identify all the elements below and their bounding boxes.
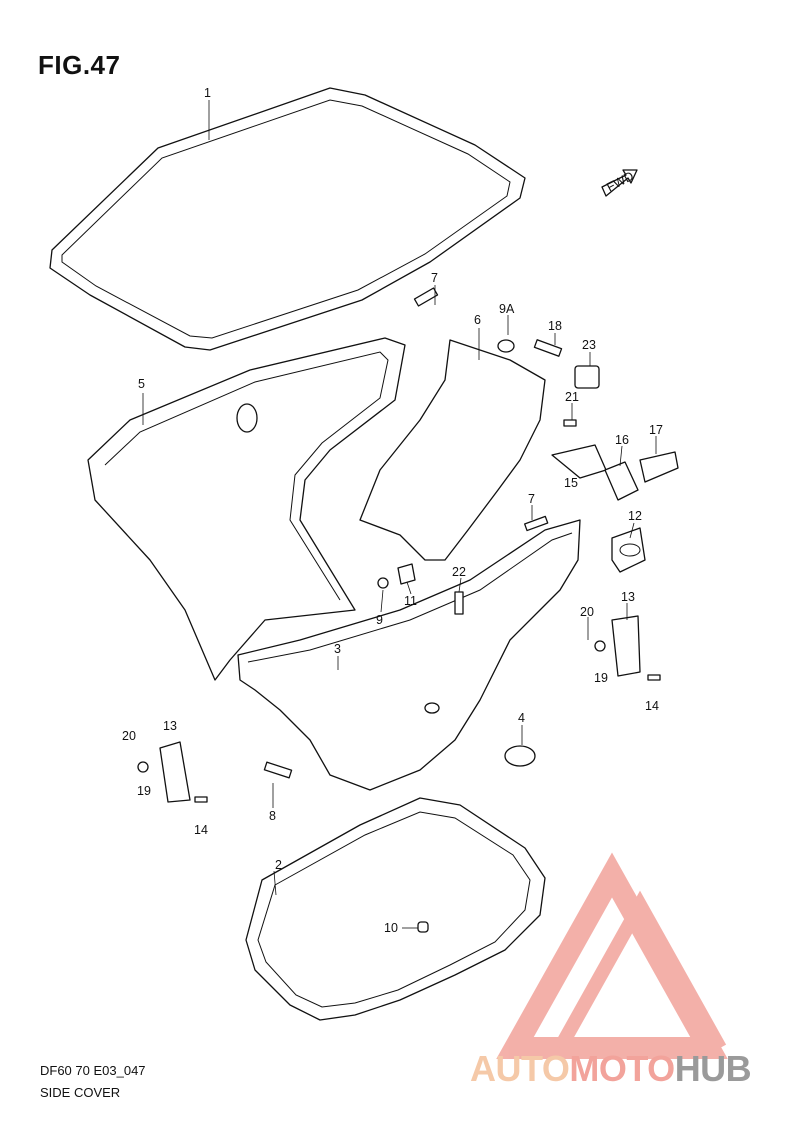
part-5-3-side-covers: [87, 337, 581, 791]
callout-13b: 13: [621, 590, 635, 604]
callout-22: 22: [452, 565, 466, 579]
callout-9: 9: [376, 613, 383, 627]
fwd-label: FWD: [604, 169, 636, 195]
callout-7a: 7: [431, 271, 438, 285]
leader-lines: [142, 100, 657, 929]
callout-5: 5: [138, 377, 145, 391]
callout-17: 17: [649, 423, 663, 437]
callout-labels: 1 2 3 4 5 6 7 7 8 9 9A 10 11 12 13 13 14…: [122, 86, 663, 935]
callout-13a: 13: [163, 719, 177, 733]
callout-6: 6: [474, 313, 481, 327]
callout-12: 12: [628, 509, 642, 523]
callout-23: 23: [582, 338, 596, 352]
callout-15: 15: [564, 476, 578, 490]
brand-part-moto: MOTO: [569, 1048, 675, 1089]
brand-part-hub: HUB: [674, 1048, 752, 1089]
part-1-top-seal: [49, 87, 526, 351]
callout-11: 11: [404, 594, 417, 608]
small-parts: [137, 287, 679, 933]
callout-16: 16: [615, 433, 629, 447]
fwd-arrow-icon: FWD: [601, 169, 638, 197]
callout-20a: 20: [122, 729, 136, 743]
callout-10: 10: [384, 921, 398, 935]
callout-20b: 20: [580, 605, 594, 619]
callout-21: 21: [565, 390, 579, 404]
figure-name: SIDE COVER: [40, 1085, 121, 1100]
callout-7b: 7: [528, 492, 535, 506]
part-2-lower-seal: [245, 797, 546, 1021]
callout-1: 1: [204, 86, 211, 100]
callout-19b: 19: [594, 671, 608, 685]
callout-2: 2: [275, 858, 282, 872]
brand-part-auto: AUTO: [470, 1048, 570, 1089]
callout-9a: 9A: [499, 302, 515, 316]
callout-14a: 14: [194, 823, 208, 837]
figure-code: DF60 70 E03_047: [40, 1063, 146, 1078]
callout-4: 4: [518, 711, 525, 725]
callout-3: 3: [334, 642, 341, 656]
callout-14b: 14: [645, 699, 659, 713]
watermark-brand-text: AUTOMOTOHUB: [470, 1048, 752, 1090]
figure-title: FIG.47: [38, 50, 121, 80]
callout-19a: 19: [137, 784, 151, 798]
watermark-logo: [496, 852, 728, 1059]
callout-18: 18: [548, 319, 562, 333]
callout-8: 8: [269, 809, 276, 823]
